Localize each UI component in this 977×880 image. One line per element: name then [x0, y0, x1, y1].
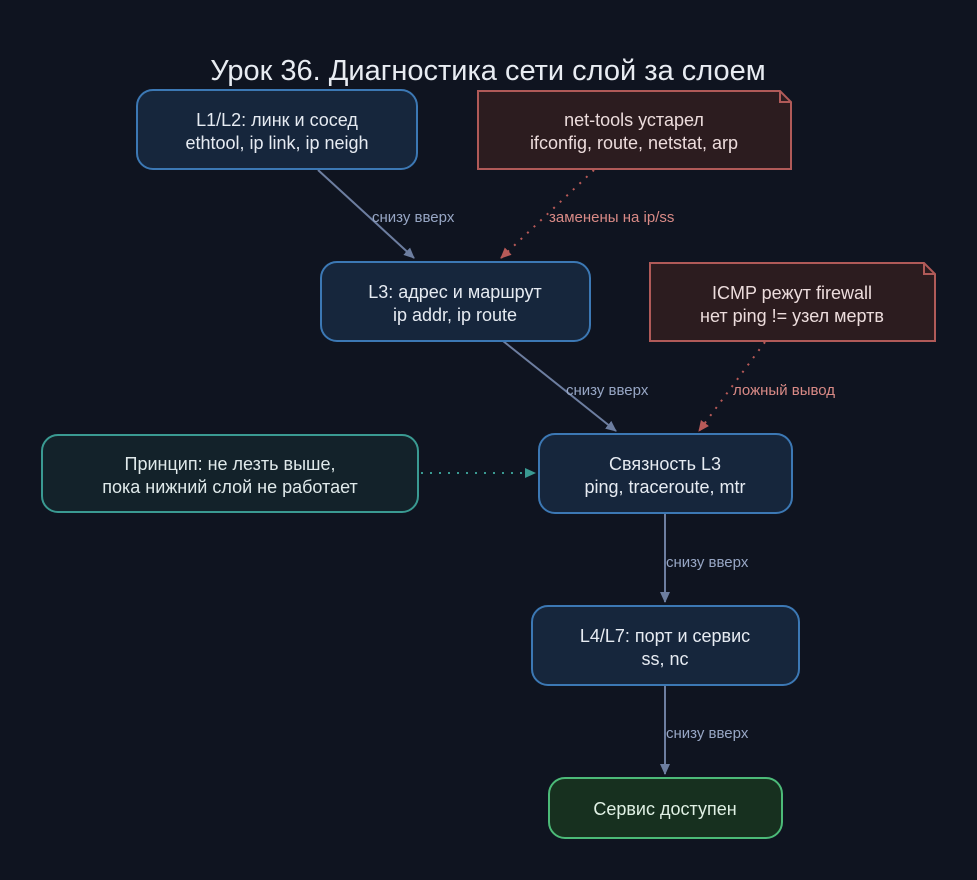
diagram-title: Урок 36. Диагностика сети слой за слоем [210, 55, 765, 87]
note-net-tools[interactable]: net-tools устарел ifconfig, route, netst… [477, 90, 792, 170]
edge-label: ложный вывод [733, 382, 835, 399]
edge-label: снизу вверх [666, 554, 749, 571]
edge-l47-to-ok: снизу вверх [660, 686, 749, 775]
node-l3-title: L3: адрес и маршрут [368, 282, 542, 302]
node-service-ok-label: Сервис доступен [593, 799, 736, 819]
node-connectivity-title: Связность L3 [609, 454, 721, 474]
note-net-tools-title: net-tools устарел [564, 110, 704, 130]
node-l3[interactable]: L3: адрес и маршрут ip addr, ip route [320, 261, 591, 342]
edge-l12-to-l3: снизу вверх [317, 169, 455, 259]
node-l1-l2-tools: ethtool, ip link, ip neigh [185, 133, 368, 153]
node-l1-l2[interactable]: L1/L2: линк и сосед ethtool, ip link, ip… [136, 89, 418, 170]
note-net-tools-commands: ifconfig, route, netstat, arp [530, 133, 738, 153]
node-l4-l7[interactable]: L4/L7: порт и сервис ss, nc [531, 605, 800, 686]
note-icmp-title: ICMP режут firewall [712, 283, 872, 303]
edge-l3-to-conn: снизу вверх [502, 340, 649, 432]
edge-nettools-to-l3: заменены на ip/ss [500, 169, 674, 259]
note-icmp-warning: нет ping != узел мертв [700, 306, 884, 326]
node-principle-line2: пока нижний слой не работает [102, 477, 358, 497]
node-l4-l7-tools: ss, nc [641, 649, 688, 669]
edge-conn-to-l47: снизу вверх [660, 514, 749, 603]
node-connectivity-tools: ping, traceroute, mtr [584, 477, 745, 497]
note-icmp[interactable]: ICMP режут firewall нет ping != узел мер… [649, 262, 936, 342]
node-principle[interactable]: Принцип: не лезть выше, пока нижний слой… [41, 434, 419, 513]
node-principle-line1: Принцип: не лезть выше, [125, 454, 336, 474]
edge-label: заменены на ip/ss [549, 209, 674, 226]
node-l1-l2-title: L1/L2: линк и сосед [196, 110, 358, 130]
node-l3-tools: ip addr, ip route [393, 305, 517, 325]
edge-label: снизу вверх [666, 725, 749, 742]
node-service-ok[interactable]: Сервис доступен [548, 777, 783, 839]
node-connectivity-l3[interactable]: Связность L3 ping, traceroute, mtr [538, 433, 793, 514]
edge-label: снизу вверх [566, 382, 649, 399]
node-l4-l7-title: L4/L7: порт и сервис [580, 626, 750, 646]
edge-label: снизу вверх [372, 209, 455, 226]
edge-icmp-to-conn: ложный вывод [698, 341, 835, 432]
